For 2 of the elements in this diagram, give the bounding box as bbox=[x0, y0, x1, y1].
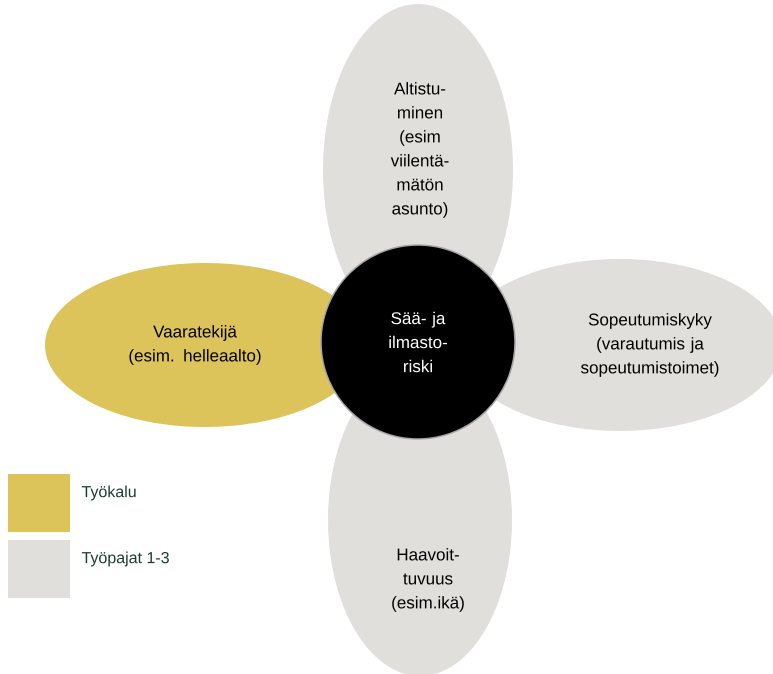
legend-label: Työpajat 1-3 bbox=[82, 552, 169, 566]
legend-label: Työkalu bbox=[82, 486, 136, 500]
